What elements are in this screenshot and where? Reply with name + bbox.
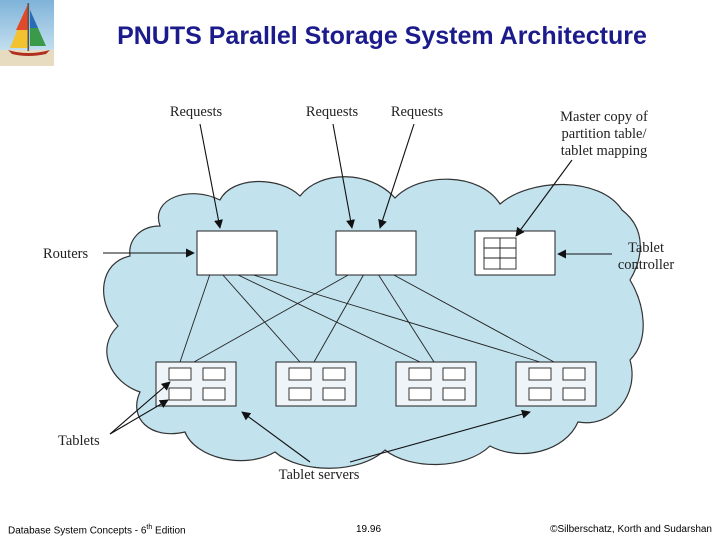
footer-left-end: Edition xyxy=(152,525,186,537)
footer-left-sup: th xyxy=(146,524,153,531)
label-tablet-servers: Tablet servers xyxy=(279,467,360,483)
tablets-arrow-1 xyxy=(109,381,171,435)
annotation-arrows xyxy=(103,123,612,463)
request-arrow-2 xyxy=(332,123,355,229)
label-master-copy-1: Master copy of xyxy=(560,109,648,125)
master-copy-arrow xyxy=(515,159,573,237)
request-arrow-1 xyxy=(199,123,223,229)
label-routers: Routers xyxy=(43,246,88,262)
request-arrow-3 xyxy=(378,123,415,229)
footer-left: Database System Concepts - 6th Edition xyxy=(8,524,186,536)
tablet-server-3 xyxy=(395,361,477,407)
tablet-servers-arrow-2 xyxy=(349,409,531,463)
sailboat-logo-icon xyxy=(0,0,54,66)
router-box-1 xyxy=(196,230,278,276)
label-tablets: Tablets xyxy=(58,433,100,449)
tablet-server-2 xyxy=(275,361,357,407)
tablet-server-4 xyxy=(515,361,597,407)
page-title: PNUTS Parallel Storage System Architectu… xyxy=(117,22,647,50)
label-requests-1: Requests xyxy=(170,104,223,120)
tablet-controller-box xyxy=(474,230,556,276)
router-box-2 xyxy=(335,230,417,276)
label-tablet-controller-2: controller xyxy=(618,257,675,273)
label-tablet-controller-1: Tablet xyxy=(628,240,664,256)
footer-copyright: ©Silberschatz, Korth and Sudarshan xyxy=(550,524,712,535)
tablet-servers-arrow-1 xyxy=(241,411,311,463)
label-master-copy-3: tablet mapping xyxy=(561,143,648,159)
tablets-arrow-2 xyxy=(109,399,169,435)
cloud-shape xyxy=(103,176,644,469)
footer-page-number: 19.96 xyxy=(356,524,382,535)
label-requests-2: Requests xyxy=(306,104,359,120)
label-master-copy-2: partition table/ xyxy=(562,126,648,142)
router-server-links xyxy=(179,273,555,363)
label-requests-3: Requests xyxy=(391,104,444,120)
footer-left-main: Database System Concepts - 6 xyxy=(8,525,147,537)
